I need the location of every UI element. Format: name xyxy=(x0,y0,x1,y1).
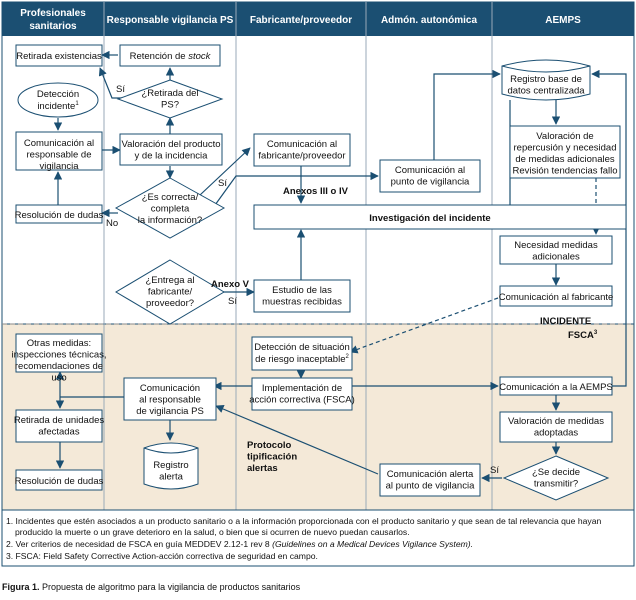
header-responsable: Responsable vigilancia PS xyxy=(107,15,234,26)
header-profesionales-1: Profesionales xyxy=(20,8,86,19)
connectors xyxy=(53,50,627,483)
node-investigacion: Investigación del incidente xyxy=(253,204,627,230)
header-admon: Admón. autonómica xyxy=(381,15,478,26)
header-bar xyxy=(2,2,634,36)
node-retencion-stock: Retención de stock xyxy=(119,44,221,67)
svg-text:Comunicación a la AEMPS: Comunicación a la AEMPS xyxy=(499,382,613,393)
header-fabricante: Fabricante/proveedor xyxy=(250,15,352,26)
notes: 1. Incidentes que estén asociados a un p… xyxy=(6,516,601,561)
header-aemps: AEMPS xyxy=(545,15,581,26)
node-deteccion-incidente: Detección incidente1 xyxy=(17,82,99,118)
figure-caption: Figura 1. Propuesta de algoritmo para la… xyxy=(2,582,301,592)
svg-text:Retirada existencias: Retirada existencias xyxy=(16,51,102,62)
svg-text:Retención de stock: Retención de stock xyxy=(130,51,212,62)
header-profesionales-2: sanitarios xyxy=(29,21,77,32)
deteccion-line-1: Detección xyxy=(37,89,79,100)
label-si-transmitir: Sí xyxy=(490,465,499,476)
label-fsca: FSCA3 xyxy=(568,330,598,341)
label-incidente: INCIDENTE xyxy=(540,316,591,327)
node-resolucion-dudas-2: Resolución de dudas xyxy=(15,469,104,491)
node-comunicacion-aemps: Comunicación a la AEMPS xyxy=(499,376,613,396)
note-3: 3. FSCA: Field Safety Corrective Action-… xyxy=(6,551,318,561)
note-2: 2. Ver criterios de necesidad de FSCA en… xyxy=(6,539,473,549)
label-si-retirada: Sí xyxy=(116,84,125,95)
edge-labels: Sí No Sí Anexos III o IV Anexo V Sí INCI… xyxy=(106,84,598,476)
node-otras-medidas: Otras medidas:inspecciones técnicas,reco… xyxy=(11,333,107,384)
label-anexos: Anexos III o IV xyxy=(283,186,349,197)
node-comunicacion-fabricante-2: Comunicación al fabricante xyxy=(499,285,614,307)
label-si-correcta: Sí xyxy=(218,178,227,189)
svg-text:Comunicación al fabricante: Comunicación al fabricante xyxy=(499,292,614,303)
svg-text:Resolución de dudas: Resolución de dudas xyxy=(15,210,104,221)
note-1-line-1: 1. Incidentes que estén asociados a un p… xyxy=(6,516,601,526)
label-anexo-v: Anexo V xyxy=(211,279,250,290)
svg-text:de riesgo inaceptable2: de riesgo inaceptable2 xyxy=(255,354,349,365)
svg-text:Detección de situación: Detección de situación xyxy=(254,342,350,353)
label-no: No xyxy=(106,218,118,229)
notes-border xyxy=(1,509,635,567)
node-resolucion-dudas-1: Resolución de dudas xyxy=(15,204,104,224)
svg-text:incidente1: incidente1 xyxy=(37,101,79,112)
column-headers: Profesionales sanitarios Responsable vig… xyxy=(20,8,581,32)
node-deteccion-riesgo: Detección de situación de riesgo inacept… xyxy=(251,336,353,371)
svg-text:Investigación del incidente: Investigación del incidente xyxy=(369,213,490,224)
label-si-entrega: Sí xyxy=(228,296,237,307)
svg-text:Otras medidas:inspecciones téc: Otras medidas:inspecciones técnicas,reco… xyxy=(11,338,106,384)
column-dividers xyxy=(103,2,493,510)
note-1-line-2: producido la muerte o un grave deterioro… xyxy=(15,527,410,537)
svg-text:Resolución de dudas: Resolución de dudas xyxy=(15,476,104,487)
node-retirada-existencias: Retirada existencias xyxy=(15,44,103,67)
